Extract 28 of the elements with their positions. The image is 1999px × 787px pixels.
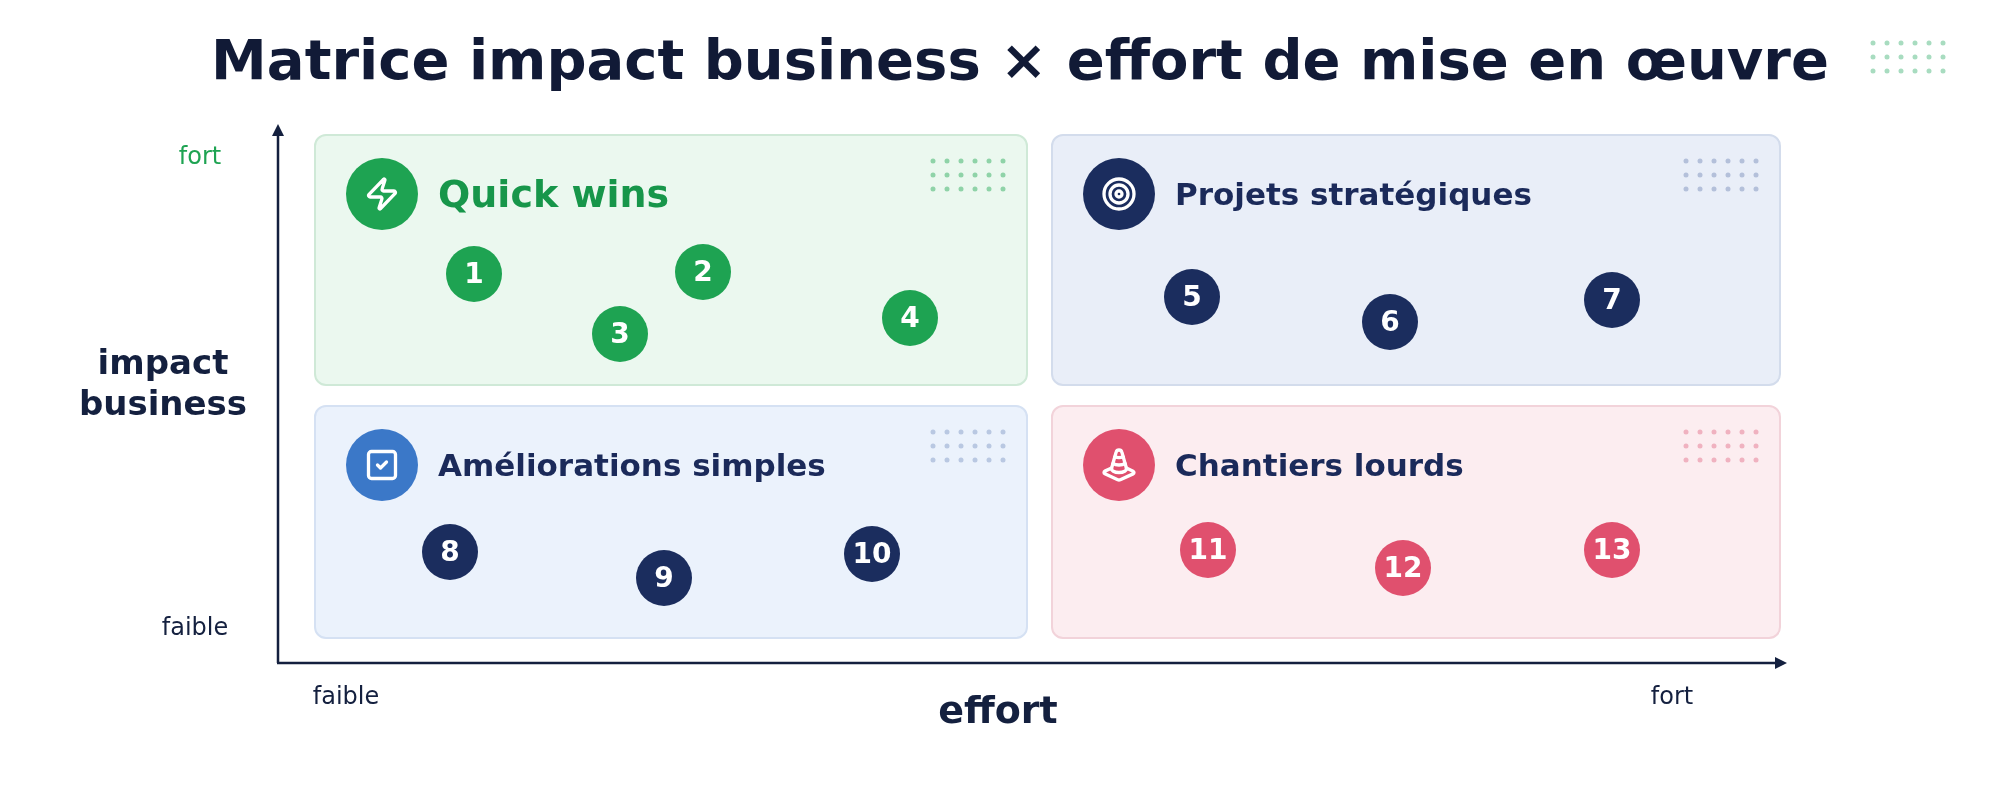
quadrant-panel: [1051, 134, 1781, 386]
quadrant-panel: [314, 405, 1028, 639]
numbered-marker: 1: [446, 246, 502, 302]
quadrant-panel: [1051, 405, 1781, 639]
axis-label: faible: [161, 612, 229, 643]
numbered-marker: 4: [882, 290, 938, 346]
numbered-marker: 5: [1164, 269, 1220, 325]
axis-label: effort: [938, 686, 1058, 734]
quadrant-title: Projets stratégiques: [1175, 174, 1532, 214]
quadrant-title: Améliorations simples: [438, 445, 826, 485]
numbered-marker: 7: [1584, 272, 1640, 328]
axis-label: faible: [312, 681, 380, 712]
axis-label: impact business: [77, 342, 249, 424]
quadrant-title: Quick wins: [438, 170, 670, 218]
numbered-marker: 8: [422, 524, 478, 580]
axis-label: fort: [1650, 681, 1694, 712]
quadrant-panel: [314, 134, 1028, 386]
numbered-marker: 2: [675, 244, 731, 300]
numbered-marker: 13: [1584, 522, 1640, 578]
numbered-marker: 11: [1180, 522, 1236, 578]
numbered-marker: 3: [592, 306, 648, 362]
quadrant-title: Chantiers lourds: [1175, 445, 1464, 485]
numbered-marker: 9: [636, 550, 692, 606]
numbered-marker: 12: [1375, 540, 1431, 596]
axis-label: fort: [178, 141, 222, 172]
numbered-marker: 6: [1362, 294, 1418, 350]
title: Matrice impact business × effort de mise en œuvre: [211, 26, 1829, 94]
numbered-marker: 10: [844, 526, 900, 582]
